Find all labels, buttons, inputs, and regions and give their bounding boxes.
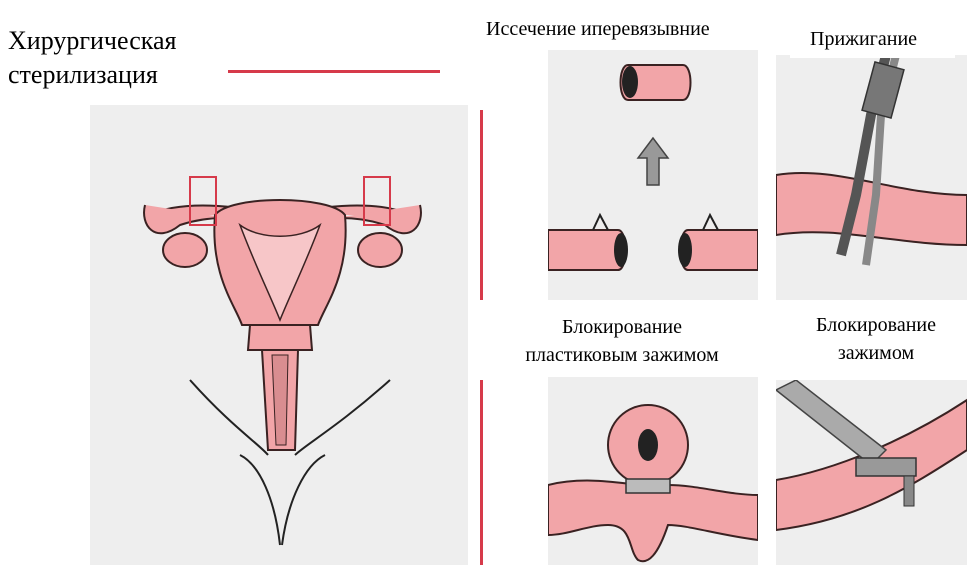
page-title: Хирургическая стерилизация xyxy=(8,24,176,92)
plastic-clip-label-line-1: Блокирование xyxy=(476,313,768,341)
cautery-label-box: Прижигание xyxy=(790,20,955,58)
clamp-label-box: Блокирование зажимом xyxy=(790,305,962,377)
clamp-panel xyxy=(776,380,967,565)
title-line-2: стерилизация xyxy=(8,58,176,92)
cautery-panel xyxy=(776,55,967,300)
excision-label-box: Иссечение иперевязывние xyxy=(466,10,754,48)
vertical-red-line-top xyxy=(480,110,483,300)
vertical-red-line-bottom xyxy=(480,380,483,565)
plastic-clip-label-box: Блокирование пластиковым зажимом xyxy=(476,305,768,377)
page-title-box: Хирургическая стерилизация xyxy=(0,14,222,100)
top-red-line xyxy=(228,70,440,73)
plastic-clip-label: Блокирование пластиковым зажимом xyxy=(476,313,768,369)
title-line-1: Хирургическая xyxy=(8,24,176,58)
clamp-label-line-2: зажимом xyxy=(790,339,962,367)
clamp-label: Блокирование зажимом xyxy=(790,311,962,367)
plastic-ring-icon xyxy=(626,479,670,493)
uterus-anatomy-panel xyxy=(90,105,468,565)
plastic-clip-label-line-2: пластиковым зажимом xyxy=(476,341,768,369)
excision-label: Иссечение иперевязывние xyxy=(486,18,710,41)
plastic-clip-panel xyxy=(548,375,758,565)
arrow-up-icon xyxy=(638,138,668,185)
excision-panel xyxy=(548,50,758,300)
cautery-label: Прижигание xyxy=(810,28,917,51)
uterus-diagram xyxy=(90,105,468,565)
clamp-label-line-1: Блокирование xyxy=(790,311,962,339)
